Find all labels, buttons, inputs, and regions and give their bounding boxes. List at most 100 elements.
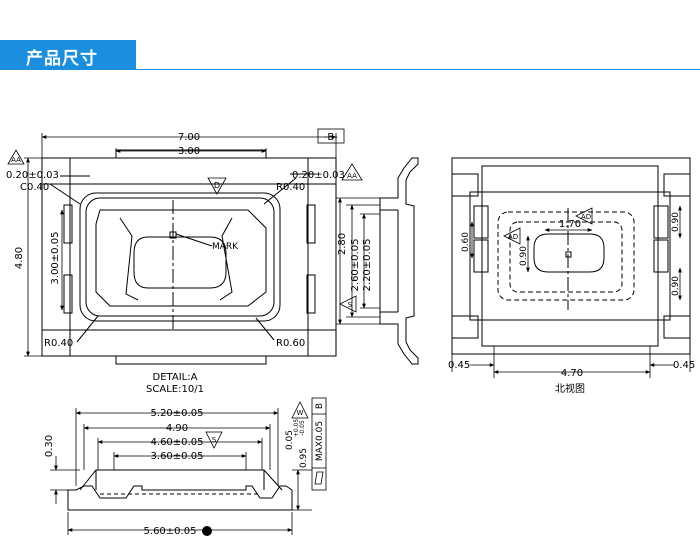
dim-0-95: 0.95 [299,448,309,468]
datum-aa-right: AA [347,172,357,180]
front-view-base [67,485,293,511]
flag-ad-left: AD [508,233,518,241]
bottom-view-inner-band [481,165,659,347]
top-view-actuator-right-rib [219,217,233,301]
radius-bl-leader [76,315,99,343]
dim-0-90-center: 0.90 [519,246,529,266]
bottom-view-hidden-inner [509,221,623,293]
section-title: 产品尺寸 [26,49,98,69]
bottom-view-pad-right-bottom [653,239,669,273]
top-view-dimensions [24,133,337,357]
top-view-cavity-inner [85,197,275,317]
top-view-slot-right-bottom [306,274,316,314]
chamfer-leader [49,183,81,205]
top-view-slot-left-top [63,204,73,244]
datum-aa-left: AA [11,156,21,164]
flag-ad-top: AD [581,213,591,221]
flag-s-side: S [348,301,353,309]
section-header-tab: 产品尺寸 [0,40,136,70]
radius-tr-leader [263,177,297,205]
dim-4-90: 4.90 [166,423,188,434]
dim-0-45-left: 0.45 [448,360,470,371]
dim-side-mid: 2.60±0.05 [350,239,361,292]
flag-d: D [214,181,220,190]
tol-left: 0.20±0.03 [6,170,59,181]
mark-label: MARK [212,242,239,252]
top-view-corner-tl [41,157,71,185]
bottom-view-pad-right-top [653,205,669,239]
bottom-view-frame [469,191,671,321]
bottom-view [451,157,691,355]
side-view [379,157,419,365]
top-view-labels: -B- 7.00 3.00 AA AA 0.20±0.03 0.20±0.03 … [6,128,363,395]
bottom-view-caption: 北视图 [555,382,585,395]
flag-w-triangle [291,401,309,419]
flatness-frame [311,397,327,491]
tol-0-95-plus: +0.05 [293,419,300,438]
dim-0-90-right-top: 0.90 [671,212,681,232]
section-header-rule [136,69,700,70]
dim-5-60: 5.60±0.05 [144,526,197,537]
flag-w: W [297,409,304,417]
dim-5-20: 5.20±0.05 [151,408,204,419]
bottom-view-dimensions [451,205,691,378]
bottom-view-corner-tr [663,173,691,197]
flag-ad-top-triangle [575,207,593,225]
datum-aa-left-triangle [7,149,25,165]
top-view-slot-right-top [306,204,316,244]
top-view-actuator-left-rib [119,217,139,301]
bottom-view-corner-br [663,315,691,339]
chamfer-label: C0.40 [20,182,49,193]
datum-b-frame [317,128,345,144]
top-view-actuator-outline [95,209,267,307]
front-view [67,469,293,511]
dim-inner-width: 3.00 [178,146,200,157]
dim-1-70: 1.70 [559,219,581,230]
top-view-mark-leader [175,233,213,247]
bottom-view-corner-tl [451,173,479,197]
top-view-corner-tr [307,157,337,185]
bottom-view-body [451,157,691,355]
dim-0-60: 0.60 [461,232,471,252]
flag-d-triangle [207,177,227,195]
section-header: 产品尺寸 [0,40,700,71]
radius-bottom-left: R0.40 [44,338,73,349]
datum-aa-right-triangle [341,163,363,181]
flag-s-front: S [212,436,217,444]
radius-bottom-right: R0.60 [276,338,305,349]
radius-br-leader [255,317,275,341]
datum-dot-icon [202,526,212,536]
side-view-profile [379,157,419,365]
top-view-inner-frame [69,183,309,331]
front-view-labels: 5.20±0.05 4.90 4.60±0.05 3.60±0.05 5.60±… [44,397,327,537]
dim-0-90-right-bottom: 0.90 [671,276,681,296]
top-view-slot-left-bottom [63,274,73,314]
top-view-cavity-outer [79,192,281,322]
dim-inner-height: 3.00±0.05 [50,232,61,285]
top-view [41,149,337,365]
flag-s-front-triangle [205,431,223,449]
side-view-labels: 2.80 2.60±0.05 2.20±0.05 S [337,233,373,313]
dim-4-70: 4.70 [561,368,583,379]
detail-label: DETAIL:A [153,372,198,383]
top-view-button [133,236,227,289]
bottom-view-corner-bl [451,315,479,339]
scale-label: SCALE:10/1 [146,384,204,395]
tol-right: 0.20±0.03 [292,170,345,181]
bottom-view-labels: 1.70 0.90 AD AD 0.60 0.90 0.90 0.45 4.70… [448,207,695,395]
dim-4-60: 4.60±0.05 [151,437,204,448]
front-view-top [79,469,283,491]
top-view-corner-br [307,329,337,357]
side-view-dimensions [336,197,380,325]
frame-max: MAX0.05 [315,421,325,461]
bottom-view-pad-left-top [473,205,489,239]
dim-0-30: 0.30 [44,435,55,457]
datum-b-label: -B- [324,132,338,143]
frame-b: B [315,403,325,409]
dim-0-05: 0.05 [285,430,295,450]
dim-side-inner: 2.20±0.05 [362,239,373,292]
dim-3-60: 3.60±0.05 [151,451,204,462]
bottom-view-button [533,233,605,273]
dim-height: 4.80 [14,247,25,269]
